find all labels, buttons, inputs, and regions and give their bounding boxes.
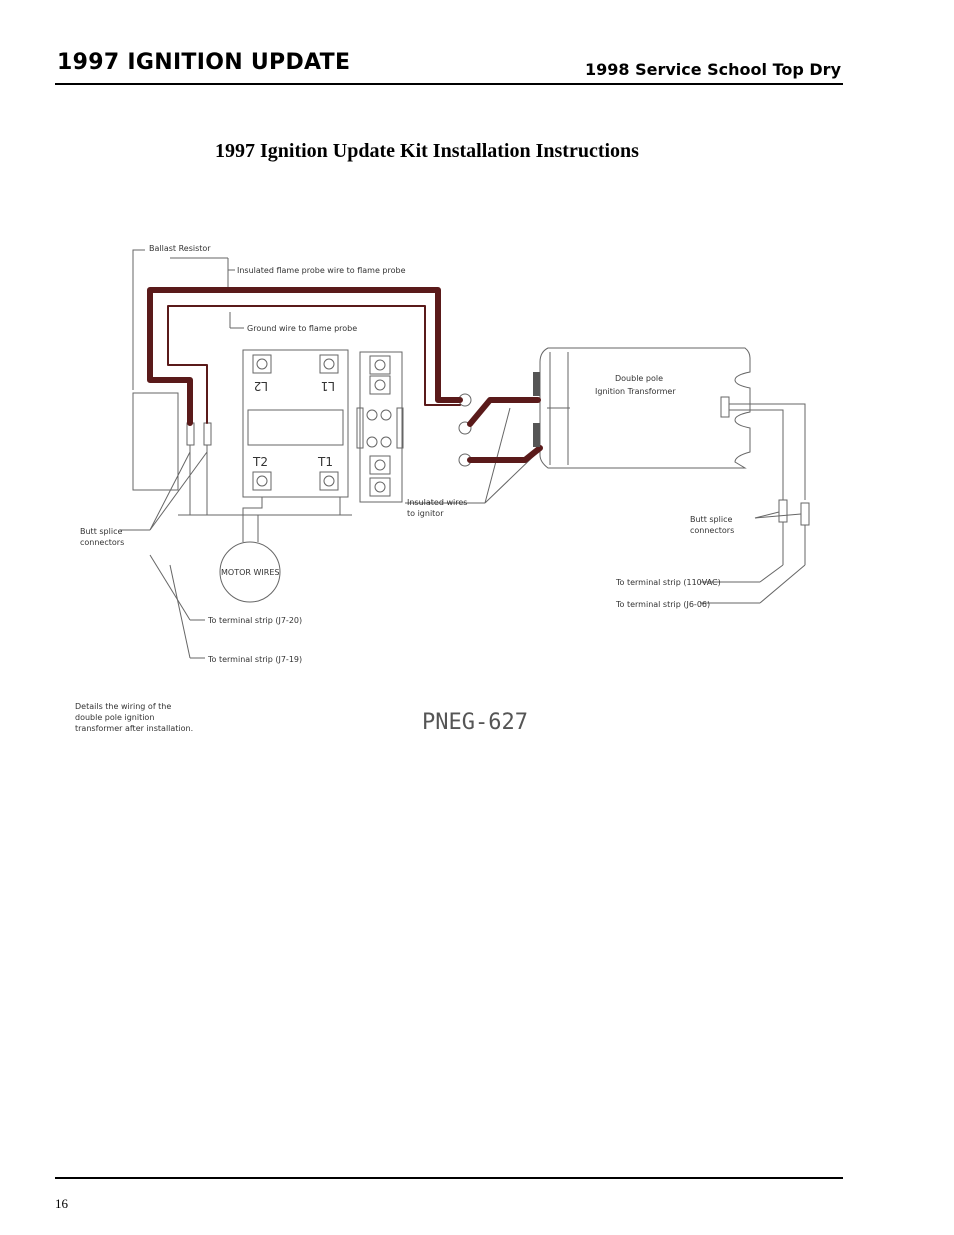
contactor [242, 349, 349, 498]
contactor-t2-label: T2 [252, 455, 268, 469]
ground-wire-label: Ground wire to flame probe [247, 324, 357, 333]
caption-line-1: Details the wiring of the [75, 702, 171, 711]
butt-splice-right-label-1: Butt splice [690, 515, 732, 524]
butt-splice-left-1 [186, 422, 195, 446]
ballast-resistor-label: Ballast Resistor [149, 244, 211, 253]
terminal-j6-06-label: To terminal strip (J6-06) [615, 600, 710, 609]
part-number: PNEG-627 [422, 710, 528, 735]
flame-probe-wire [147, 287, 463, 426]
terminal-j7-19-label: To terminal strip (J7-19) [207, 655, 302, 664]
header-rule [55, 83, 843, 85]
butt-splice-left-label-2: connectors [80, 538, 124, 547]
ignitor-wire-1 [467, 397, 541, 427]
footer-rule [55, 1177, 843, 1179]
insulated-wires-label-2: to ignitor [407, 509, 444, 518]
manual-title: 1998 Service School Top Dry [584, 60, 841, 79]
caption-line-3: transformer after installation. [75, 724, 193, 733]
contactor-t1-label: T1 [317, 455, 333, 469]
ignition-transformer [539, 347, 751, 469]
terminal-110vac-label: To terminal strip (110VAC) [615, 578, 721, 587]
section-title: 1997 IGNITION UPDATE [57, 50, 351, 75]
terminal-block [359, 351, 403, 503]
terminal-j7-20-label: To terminal strip (J7-20) [207, 616, 302, 625]
ballast-resistor-box [132, 392, 179, 491]
insulated-wires-label-1: Insulated wires [407, 498, 467, 507]
ignitor-wire-2 [467, 445, 543, 463]
transformer-terminal-2 [533, 423, 540, 447]
contactor-l1-label: L1 [321, 379, 335, 393]
transformer-label-1: Double pole [615, 374, 663, 383]
contactor-l2-label: L2 [254, 379, 268, 393]
motor-wires-circle [219, 541, 281, 603]
butt-splice-left-2 [203, 422, 212, 446]
ground-wire [167, 305, 461, 424]
butt-splice-right-1 [778, 499, 788, 523]
page-title: 1997 Ignition Update Kit Installation In… [215, 140, 639, 162]
caption-line-2: double pole ignition [75, 713, 154, 722]
butt-splice-left-label-1: Butt splice [80, 527, 122, 536]
transformer-terminal-1 [533, 372, 540, 396]
flame-probe-label: Insulated flame probe wire to flame prob… [237, 266, 406, 275]
motor-wires-label: MOTOR WIRES [221, 568, 279, 577]
page-number: 16 [55, 1196, 68, 1211]
butt-splice-right-label-2: connectors [690, 526, 734, 535]
transformer-label-2: Ignition Transformer [595, 387, 676, 396]
butt-splice-right-2 [800, 502, 810, 526]
